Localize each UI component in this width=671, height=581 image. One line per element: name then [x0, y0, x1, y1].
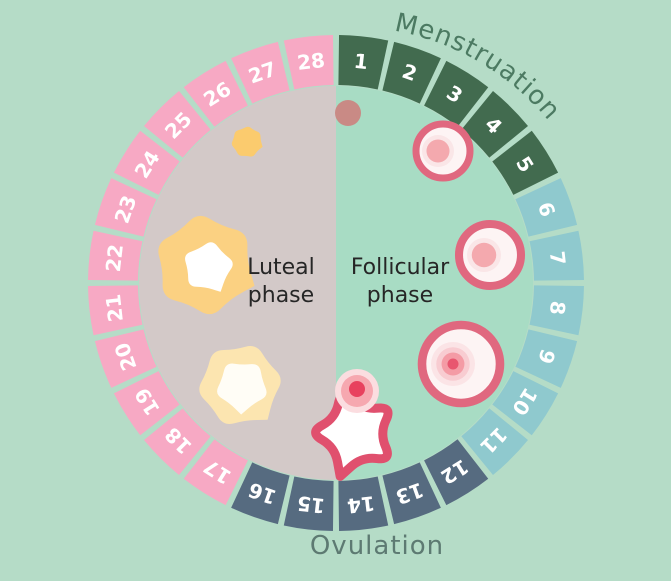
day-segment-shape[interactable] — [144, 91, 211, 158]
day-segment[interactable]: 5 — [492, 130, 559, 195]
degenerating-body — [335, 100, 361, 126]
ovulation-burst — [311, 369, 393, 481]
released-egg-nucleus — [349, 381, 365, 397]
day-number-label: 28 — [296, 48, 326, 75]
day-number-label: 21 — [101, 293, 128, 323]
day-segment-shape[interactable] — [382, 462, 441, 525]
phase-labels: Luteal phase Follicular phase — [247, 255, 450, 308]
day-number-label: 22 — [101, 243, 128, 273]
day-segment[interactable]: 26 — [183, 60, 248, 127]
day-segment-shape[interactable] — [424, 439, 489, 506]
day-segment-shape[interactable] — [144, 408, 211, 475]
day-segment-shape[interactable] — [94, 329, 157, 388]
day-segment[interactable]: 16 — [231, 462, 290, 525]
day-segment-shape[interactable] — [94, 178, 157, 237]
day-segment[interactable]: 21 — [88, 285, 143, 336]
day-segment[interactable]: 9 — [515, 329, 578, 388]
day-segment[interactable]: 8 — [529, 285, 584, 336]
oocyte-nucleus — [447, 358, 459, 370]
day-segment-shape[interactable] — [283, 476, 334, 531]
day-segment-shape[interactable] — [113, 371, 180, 436]
day-segment[interactable]: 6 — [515, 178, 578, 237]
day-segment[interactable]: 28 — [283, 35, 334, 90]
day-segment-shape[interactable] — [529, 230, 584, 281]
day-number-label: 1 — [353, 49, 370, 74]
day-segment-shape[interactable] — [231, 41, 290, 104]
day-segment[interactable]: 24 — [113, 130, 180, 195]
day-segment[interactable]: 11 — [461, 408, 528, 475]
follicle-mature — [417, 320, 505, 408]
corpus-luteum-large — [158, 215, 255, 315]
day-segment-shape[interactable] — [515, 178, 578, 237]
day-segment-shape[interactable] — [183, 439, 248, 506]
day-segment[interactable]: 25 — [144, 91, 211, 158]
degenerating-dot — [335, 100, 361, 126]
day-number-label: 8 — [545, 300, 570, 317]
day-segment[interactable]: 4 — [461, 91, 528, 158]
day-segment-shape[interactable] — [529, 285, 584, 336]
day-segment[interactable]: 1 — [338, 35, 389, 90]
follicle-small — [412, 120, 474, 182]
day-segment[interactable]: 18 — [144, 408, 211, 475]
follicular-phase-label-line1: Follicular — [351, 255, 450, 280]
oocyte — [471, 242, 497, 268]
day-segment-shape[interactable] — [231, 462, 290, 525]
day-segment-shape[interactable] — [515, 329, 578, 388]
small-corpus-luteum — [231, 126, 263, 157]
day-segment-shape[interactable] — [461, 408, 528, 475]
ovulation-label: Ovulation — [310, 531, 444, 561]
day-segment-shape[interactable] — [492, 371, 559, 436]
day-segment-shape[interactable] — [283, 35, 334, 90]
day-segment[interactable]: 13 — [382, 462, 441, 525]
corpus-albicans-core — [217, 363, 267, 415]
day-segment[interactable]: 19 — [113, 371, 180, 436]
day-number-label: 7 — [545, 250, 570, 267]
day-segment[interactable]: 17 — [183, 439, 248, 506]
day-segment-shape[interactable] — [183, 60, 248, 127]
day-segment[interactable]: 10 — [492, 371, 559, 436]
day-segment-shape[interactable] — [88, 285, 143, 336]
day-segment-shape[interactable] — [382, 41, 441, 104]
day-segment[interactable]: 23 — [94, 178, 157, 237]
day-segment[interactable]: 12 — [424, 439, 489, 506]
day-segment[interactable]: 15 — [283, 476, 334, 531]
follicle-medium — [454, 219, 526, 291]
corpus-albicans — [199, 346, 281, 424]
day-segment[interactable]: 27 — [231, 41, 290, 104]
day-segment[interactable]: 2 — [382, 41, 441, 104]
illustrations-layer — [158, 100, 526, 481]
day-segment-shape[interactable] — [424, 60, 489, 127]
follicular-phase-label-line2: phase — [367, 283, 433, 308]
day-segment-shape[interactable] — [338, 476, 389, 531]
day-number-label: 14 — [346, 491, 376, 518]
day-segment[interactable]: 14 — [338, 476, 389, 531]
luteal-phase-label-line2: phase — [248, 283, 314, 308]
day-number-label: 15 — [296, 491, 326, 518]
day-segment[interactable]: 22 — [88, 230, 143, 281]
day-segment-shape[interactable] — [338, 35, 389, 90]
day-segment-shape[interactable] — [461, 91, 528, 158]
corpus-luteum-small — [231, 126, 263, 157]
corpus-luteum-core — [185, 242, 233, 292]
day-segment[interactable]: 7 — [529, 230, 584, 281]
day-segment-shape[interactable] — [113, 130, 180, 195]
oocyte — [426, 139, 450, 163]
day-segment[interactable]: 20 — [94, 329, 157, 388]
day-segment-shape[interactable] — [88, 230, 143, 281]
luteal-phase-label-line1: Luteal — [247, 255, 315, 280]
day-segment[interactable]: 3 — [424, 60, 489, 127]
day-segment-shape[interactable] — [492, 130, 559, 195]
